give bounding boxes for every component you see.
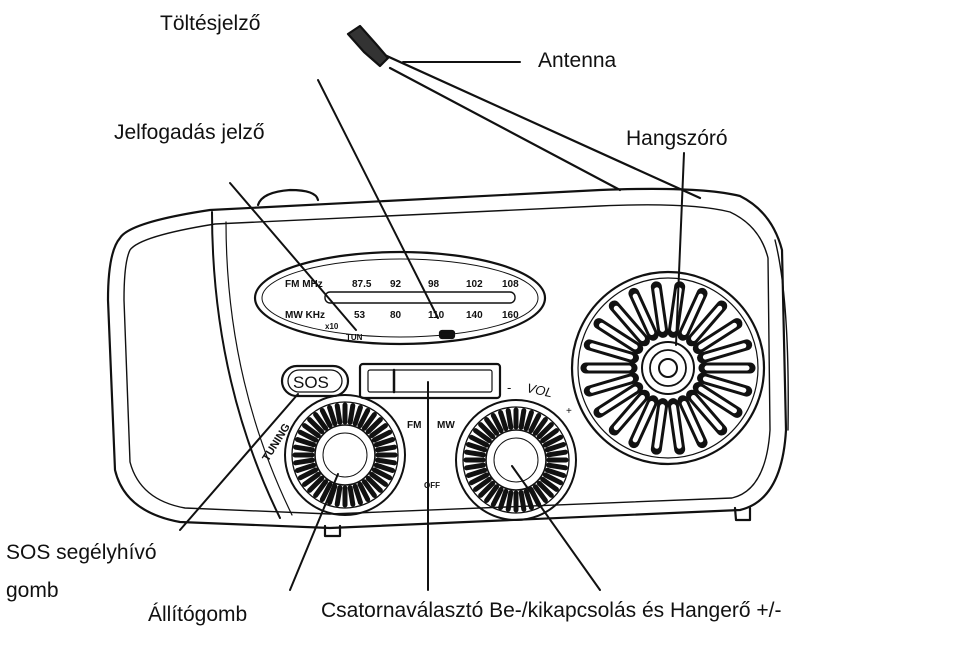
bottom-callout: Csatornaválasztó Be-/kikapcsolás és Hang… (321, 599, 782, 622)
fm-tick: 108 (502, 279, 519, 290)
tuning-label: TUNING (260, 421, 293, 463)
mw-multiplier: x10 (325, 322, 339, 331)
signal-indicator-label: Jelfogadás jelző (114, 121, 265, 144)
band-selector-slot (358, 362, 502, 400)
sos-button-leader (179, 393, 299, 531)
tuning-knob (284, 394, 406, 516)
sos-button-callout-line1: SOS segélyhívó (6, 541, 157, 564)
charge-led (438, 329, 456, 340)
vol-minus-label: - (507, 380, 511, 395)
sos-button-callout-line2: gomb (6, 579, 59, 602)
tun-label: TUN (346, 333, 363, 342)
antenna-label: Antenna (538, 49, 617, 72)
antenna-rod (376, 50, 702, 200)
mw-band-label: MW KHz (285, 310, 325, 321)
fm-band-label: FM MHz (285, 279, 323, 290)
charge-indicator-label: Töltésjelző (160, 12, 261, 35)
speaker-leader (675, 152, 685, 346)
mw-tick: 160 (502, 310, 519, 321)
fm-tick: 87.5 (352, 279, 372, 290)
vol-plus-label: + (566, 406, 572, 417)
fm-tick: 98 (428, 279, 440, 290)
signal-indicator-leader (229, 182, 357, 331)
antenna-tip (346, 24, 390, 68)
mw-tick: 53 (354, 310, 366, 321)
sos-button-label: SOS (293, 373, 329, 392)
radio-body (106, 187, 789, 538)
tuning-dial-window (253, 250, 547, 346)
tuning-knob-callout: Állítógomb (148, 603, 248, 626)
band-mw-label: MW (437, 420, 455, 431)
sos-button-shape (280, 364, 350, 398)
charge-indicator-leader (317, 79, 439, 319)
power-volume-leader (511, 465, 601, 591)
speaker-grille (570, 270, 766, 466)
power-volume-knob (455, 399, 577, 521)
mw-tick: 80 (390, 310, 402, 321)
vol-label: VOL (525, 380, 554, 400)
off-label: OFF (424, 481, 440, 490)
tuning-knob-leader (289, 473, 339, 591)
fm-tick: 102 (466, 279, 483, 290)
speaker-label: Hangszóró (626, 127, 728, 150)
band-fm-label: FM (407, 420, 421, 431)
fm-tick: 92 (390, 279, 402, 290)
mw-tick: 140 (466, 310, 483, 321)
